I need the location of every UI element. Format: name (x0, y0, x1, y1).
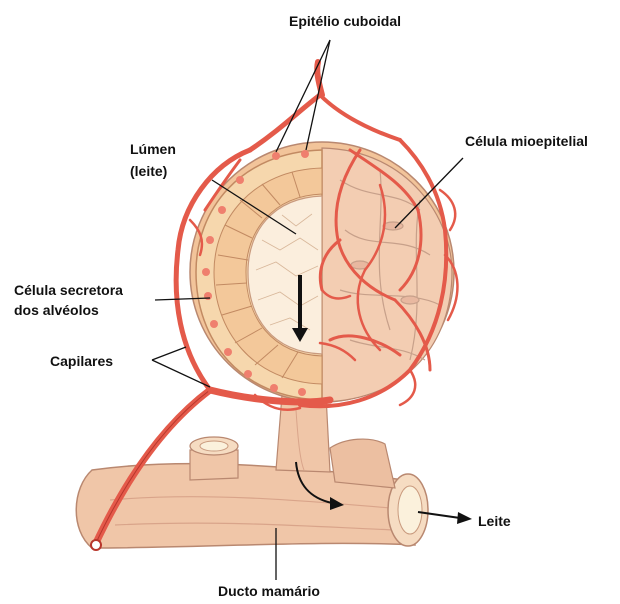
label-celula-secretora: Célula secretora (14, 281, 123, 299)
label-capilares: Capilares (50, 352, 113, 370)
label-ducto-mamario: Ducto mamário (218, 582, 320, 600)
vessel-cut-end (91, 540, 101, 550)
label-leite: Leite (478, 512, 511, 530)
label-celula-mioepitelial: Célula mioepitelial (465, 132, 588, 150)
label-lumen-leite: (leite) (130, 162, 167, 180)
label-epitelio-cuboidal: Epitélio cuboidal (289, 12, 401, 30)
mammary-duct (76, 395, 428, 548)
label-lumen: Lúmen (130, 140, 176, 158)
label-dos-alveolos: dos alvéolos (14, 301, 99, 319)
